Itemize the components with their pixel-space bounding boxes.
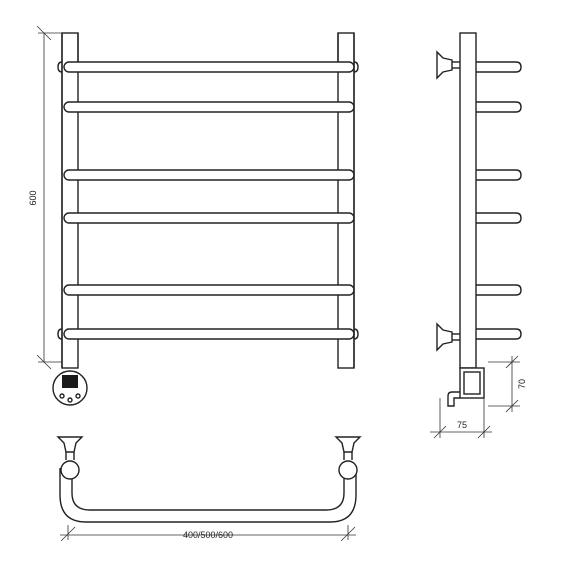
heater-height-label: 70 [517, 379, 527, 389]
control-display [62, 375, 78, 388]
top-view: 400/500/600 [56, 436, 362, 542]
bar-1 [63, 61, 355, 73]
left-upright [61, 32, 79, 369]
side-bar-stubs [476, 61, 522, 340]
right-fitting [334, 436, 362, 480]
front-view: 600 [28, 25, 359, 406]
side-view: 75 70 [430, 32, 527, 439]
side-upright [459, 32, 477, 369]
right-upright [337, 32, 355, 369]
width-label: 400/500/600 [183, 530, 233, 540]
depth-label: 75 [457, 420, 467, 430]
horizontal-bars [63, 61, 355, 340]
bar-3 [63, 169, 355, 181]
height-dimension: 600 [28, 25, 62, 370]
bar-4 [63, 212, 355, 224]
wall-mounts [57, 61, 359, 340]
height-label: 600 [28, 190, 38, 205]
left-fitting [56, 436, 84, 480]
bar-2 [63, 101, 355, 113]
width-dimension: 400/500/600 [60, 525, 356, 542]
bar-5 [63, 284, 355, 296]
depth-dimension: 75 [430, 398, 492, 439]
control-unit [52, 370, 88, 406]
side-heater [447, 367, 485, 407]
heater-height-dimension: 70 [488, 355, 527, 413]
side-wall-brackets [436, 50, 460, 352]
bar-6 [63, 328, 355, 340]
